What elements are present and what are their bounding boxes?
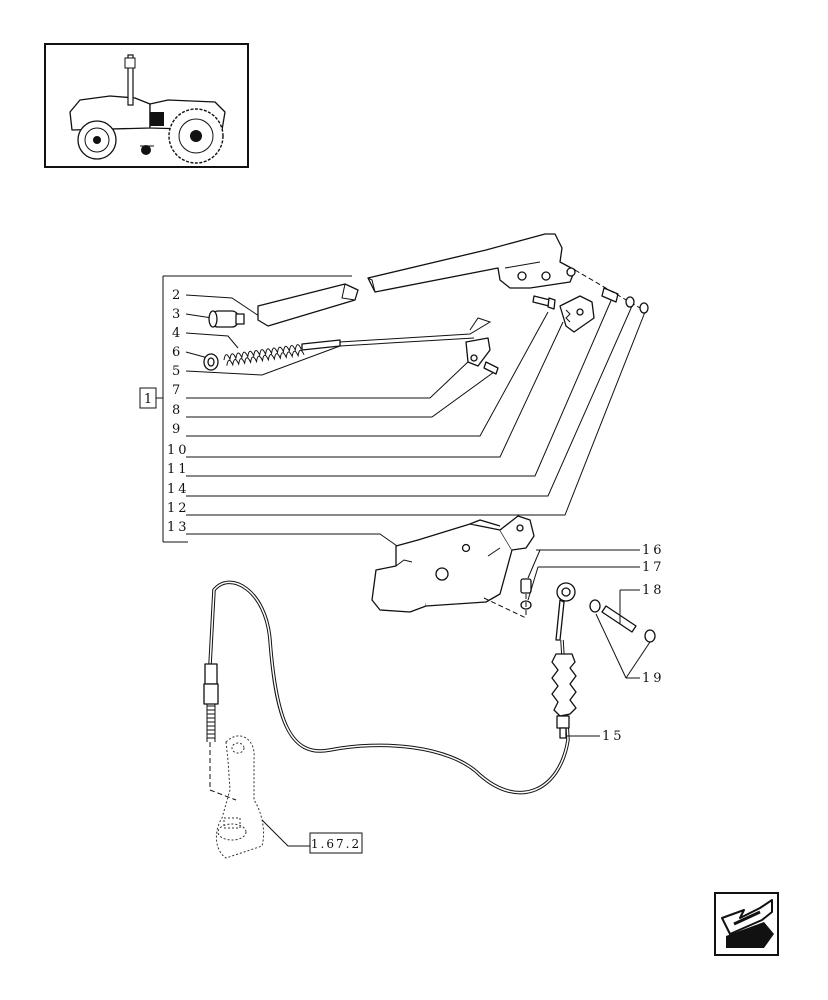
pin-9 (483, 361, 499, 375)
callout-10: 10 (167, 443, 190, 458)
callout-17: 17 (642, 560, 665, 575)
callout-11: 11 (167, 462, 190, 477)
callout-18: 18 (642, 583, 665, 598)
callout-13: 13 (167, 520, 190, 535)
pin-18 (589, 599, 656, 643)
callout-labels-right: 16 17 18 19 15 (527, 543, 665, 744)
callout-2: 2 (172, 288, 183, 303)
bolt-10 (532, 295, 556, 310)
release-rod (301, 317, 492, 351)
ratchet-sector (559, 295, 595, 333)
callout-9: 9 (172, 422, 183, 437)
callout-labels-left: 2 3 4 6 5 7 8 9 10 11 14 12 13 (167, 288, 190, 535)
callout-19: 19 (642, 671, 665, 686)
callout-6: 6 (172, 345, 183, 360)
spring (223, 344, 305, 367)
callout-3: 3 (172, 307, 183, 322)
callout-14: 14 (167, 482, 190, 497)
washer (203, 353, 219, 371)
svg-text:1: 1 (144, 392, 152, 407)
callout-bracket (156, 275, 352, 543)
svg-text:1.67.2: 1.67.2 (311, 837, 361, 851)
back-arrow-icon[interactable] (714, 892, 779, 956)
reference-link-1-67-2[interactable]: 1.67.2 (261, 819, 363, 854)
brake-cable (203, 580, 577, 795)
screw-16 (483, 578, 532, 619)
lower-linkage (209, 735, 265, 859)
pivot-bush (574, 269, 641, 309)
push-button (208, 310, 245, 328)
tractor-thumbnail-icon (44, 43, 249, 168)
group-ref-box: 1 (139, 387, 157, 409)
callout-16: 16 (642, 543, 665, 558)
cable-eye-end (555, 582, 576, 641)
pawl (465, 337, 491, 367)
callout-5: 5 (172, 364, 183, 379)
leader-lines (185, 294, 646, 549)
callout-8: 8 (172, 403, 183, 418)
callout-7: 7 (172, 383, 183, 398)
mounting-bracket (371, 515, 535, 613)
callout-15: 15 (602, 729, 625, 744)
callout-12: 12 (167, 501, 190, 516)
callout-4: 4 (172, 326, 183, 341)
lever-grip-sleeve (257, 283, 359, 327)
small-washers (625, 296, 649, 314)
hand-brake-lever (367, 233, 576, 293)
